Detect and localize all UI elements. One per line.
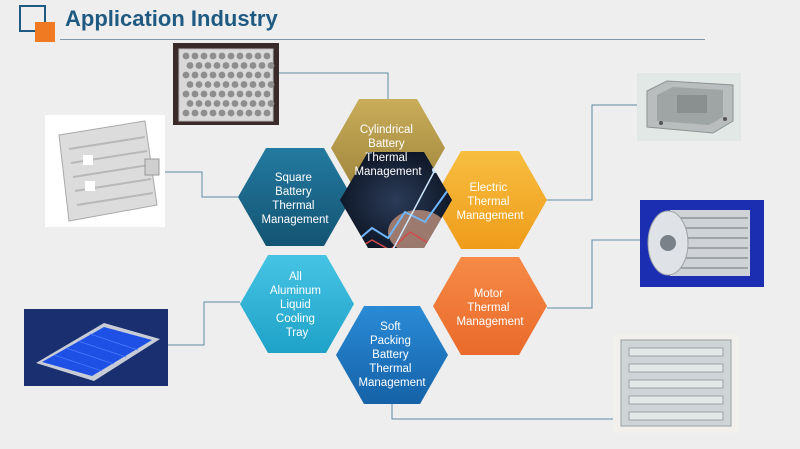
connector-soft: [391, 404, 613, 420]
hex-motor: [433, 257, 547, 355]
connector-cylindrical: [278, 72, 389, 100]
connector-electric: [547, 104, 637, 201]
square-cooling-plate-image: [45, 115, 165, 227]
hex-soft-label: Soft Packing Battery Thermal Management: [358, 321, 426, 389]
hex-aluminum-label: All Aluminum Liquid Cooling Tray: [270, 271, 324, 339]
motor-housing-image: [640, 200, 764, 287]
connector-aluminum: [168, 301, 240, 346]
logo-icon: [19, 5, 55, 42]
hex-square-label: Square Battery Thermal Management: [261, 172, 329, 226]
connector-lines: [163, 72, 640, 420]
soft-pack-frame-image: [613, 334, 739, 433]
cooling-tray-image: [24, 309, 168, 386]
connector-square: [163, 171, 238, 198]
cylindrical-cooling-plate-image: [173, 43, 279, 125]
hex-electric-label: Electric Thermal Management: [456, 182, 524, 222]
hex-motor-label: Motor Thermal Management: [456, 288, 524, 328]
title-divider: [60, 39, 705, 40]
connector-motor: [547, 239, 640, 309]
hex-square: [238, 148, 352, 246]
hex-soft: [336, 306, 448, 404]
hex-aluminum: [240, 255, 354, 353]
hex-electric: [433, 151, 547, 249]
page-title: Application Industry: [65, 6, 278, 31]
electric-housing-image: [637, 73, 741, 141]
hex-cylindrical-label: Cylindrical Battery Thermal Management: [354, 124, 422, 178]
